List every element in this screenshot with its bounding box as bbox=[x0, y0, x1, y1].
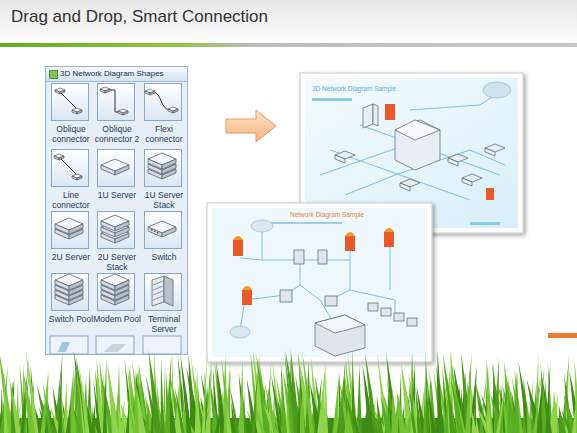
shape-tile: Flexi connector bbox=[144, 83, 182, 121]
shape-label: Switch bbox=[138, 252, 188, 262]
shape-tile: 1U Server bbox=[97, 149, 135, 187]
panel-heading: 3D Network Diagram Shapes bbox=[46, 67, 187, 82]
shape-tile: Switch Pool bbox=[51, 273, 89, 311]
shape-label: Oblique connector bbox=[45, 124, 97, 144]
sample-screenshot: 3D Network Diagram Sample bbox=[300, 73, 523, 233]
shape-label: Flexi connector bbox=[138, 124, 188, 144]
shape-label: Line connector bbox=[45, 190, 97, 210]
shape-tile: Switch bbox=[144, 211, 182, 249]
sample-title: Network Diagram Sample bbox=[290, 211, 364, 218]
header-band bbox=[0, 0, 577, 40]
accent-bar bbox=[548, 333, 577, 338]
header-rule bbox=[0, 43, 577, 47]
slide-title: Drag and Drop, Smart Connection bbox=[11, 7, 268, 27]
shape-tile: Line connector bbox=[51, 149, 89, 187]
shape-label: Oblique connector 2 bbox=[91, 124, 143, 144]
shape-label: 1U Server bbox=[91, 190, 143, 200]
shape-tile: 2U Server Stack bbox=[97, 211, 135, 249]
block-arrow bbox=[226, 110, 276, 142]
shape-label: 2U Server Stack bbox=[91, 252, 143, 272]
shape-tile: Oblique connector bbox=[51, 83, 89, 121]
shape-tile: 2U Server bbox=[51, 211, 89, 249]
shape-tile: Oblique connector 2 bbox=[97, 83, 135, 121]
shape-tile: Modem Pool bbox=[97, 273, 135, 311]
shape-tile: Terminal Server bbox=[144, 273, 182, 311]
shape-label: Switch Pool bbox=[45, 314, 97, 324]
sample-diagram-2 bbox=[207, 203, 432, 362]
shape-panel: 3D Network Diagram ShapesOblique connect… bbox=[45, 66, 188, 355]
shape-tile: 1U Server Stack bbox=[144, 149, 182, 187]
panel-icon bbox=[49, 70, 58, 79]
shape-label: Terminal Server bbox=[138, 314, 188, 334]
sample-title: 3D Network Diagram Sample bbox=[312, 85, 396, 92]
shape-label: 2U Server bbox=[45, 252, 97, 262]
sample-screenshot: Network Diagram Sample bbox=[207, 203, 432, 362]
shape-label: Modem Pool bbox=[91, 314, 143, 324]
shape-label: 1U Server Stack bbox=[138, 190, 188, 210]
grass-border bbox=[0, 349, 577, 433]
